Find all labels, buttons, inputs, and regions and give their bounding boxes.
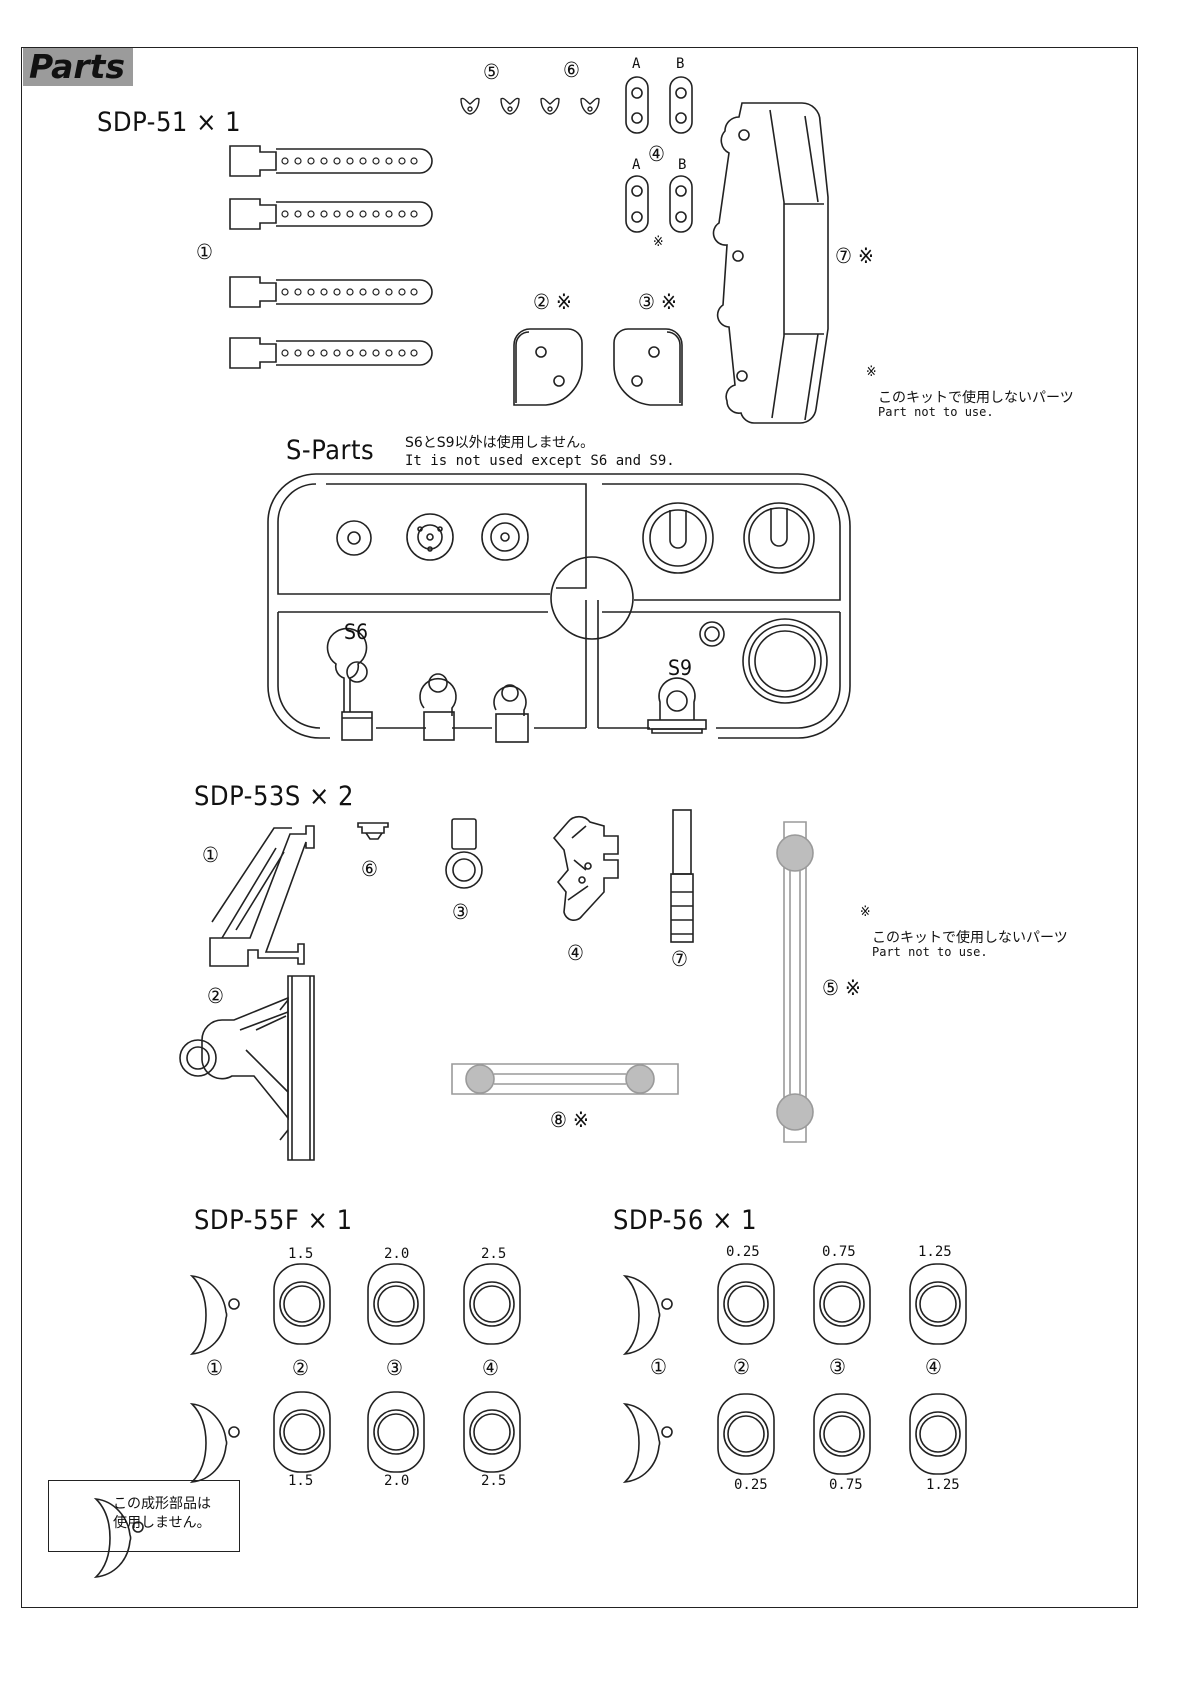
sdp55f-top-size-2: 2.0 (384, 1246, 410, 1262)
sdp56-num-3: ③ (829, 1355, 846, 1379)
sdp51-num4: ④ (648, 142, 665, 166)
sdp53s-num8: ⑧ ※ (550, 1108, 589, 1132)
sdp56-title: SDP-56 × 1 (613, 1205, 758, 1236)
sdp53s-num3: ③ (452, 900, 469, 924)
sdp55f-num-3: ③ (386, 1356, 403, 1380)
brackets (513, 328, 683, 406)
plate-label-b: B (676, 56, 685, 72)
unused-note-2-mark: ※ (860, 904, 871, 920)
unused-note-1-jp: このキットで使用しないパーツ (878, 390, 1074, 406)
sdp51-num7: ⑦ ※ (835, 244, 874, 268)
sdp51-num5: ⑤ (483, 60, 500, 84)
sdp56-top-size-1: 0.25 (726, 1244, 760, 1260)
plate-label-a2: A (632, 157, 641, 173)
sparts-title: S-Parts (286, 435, 375, 466)
sdp55f-bottom-size-3: 2.5 (481, 1473, 507, 1489)
unused-sprue-legend (48, 1480, 240, 1552)
spacer (273, 1263, 331, 1345)
sdp56-num-2: ② (733, 1355, 750, 1379)
bumper (712, 102, 829, 424)
sdp56-bottom-size-2: 0.75 (829, 1477, 863, 1493)
s-parts-runner (267, 473, 851, 743)
sdp56-bottom-size-3: 1.25 (926, 1477, 960, 1493)
sdp56-num-1: ① (650, 1355, 667, 1379)
sdp55f-top-size-1: 1.5 (288, 1246, 314, 1262)
sdp53s-num4: ④ (567, 941, 584, 965)
unused-note-1-en: Part not to use. (878, 405, 994, 419)
sdp55f-bottom-size-2: 2.0 (384, 1473, 410, 1489)
sdp55f-title: SDP-55F × 1 (194, 1205, 353, 1236)
sdp53s-parts (179, 809, 694, 1161)
sdp55f-bottom-size-1: 1.5 (288, 1473, 314, 1489)
sdp53s-num1: ① (202, 843, 219, 867)
sdp56-num-4: ④ (925, 1355, 942, 1379)
unused-note-2-en: Part not to use. (872, 945, 988, 959)
sparts-note-jp: S6とS9以外は使用しません。 (405, 435, 595, 451)
sdp51-mark4: ※ (653, 234, 664, 250)
unused-grey-parts (451, 821, 814, 1143)
unused-note-2-jp: このキットで使用しないパーツ (872, 930, 1068, 946)
sdp51-title: SDP-51 × 1 (97, 107, 242, 138)
sdp55f-num-4: ④ (482, 1356, 499, 1380)
small-clips (460, 97, 600, 115)
sdp55f-top-size-3: 2.5 (481, 1246, 507, 1262)
plate-label-b2: B (678, 157, 687, 173)
sdp53s-num5: ⑤ ※ (822, 976, 861, 1000)
sdp56-top-size-2: 0.75 (822, 1244, 856, 1260)
unused-note-1-mark: ※ (866, 364, 877, 380)
crescent-sprue (189, 1274, 240, 1356)
sdp56-top-size-3: 1.25 (918, 1244, 952, 1260)
sdp53s-title: SDP-53S × 2 (194, 781, 355, 812)
sdp51-num1: ① (196, 240, 213, 264)
legend-line-2: 使用しません。 (113, 1515, 211, 1531)
sparts-s9: S9 (668, 656, 693, 680)
body-post (229, 145, 433, 177)
sdp53s-num7: ⑦ (671, 947, 688, 971)
page-frame (21, 47, 1138, 1608)
sparts-s6: S6 (344, 620, 369, 644)
sdp51-num3: ③ ※ (638, 290, 677, 314)
plate-label-a: A (632, 56, 641, 72)
sdp53s-num2: ② (207, 984, 224, 1008)
link-plates (625, 76, 693, 233)
sdp51-num6: ⑥ (563, 58, 580, 82)
sdp55f-num-2: ② (292, 1356, 309, 1380)
legend-line-1: この成形部品は (113, 1496, 211, 1512)
sdp56-bottom-size-1: 0.25 (734, 1477, 768, 1493)
sdp55f-num-1: ① (206, 1356, 223, 1380)
sdp53s-num6: ⑥ (361, 857, 378, 881)
section-title: Parts (23, 48, 133, 86)
body-post-group (229, 145, 433, 369)
sparts-note-en: It is not used except S6 and S9. (405, 453, 675, 469)
sdp51-num2: ② ※ (533, 290, 572, 314)
